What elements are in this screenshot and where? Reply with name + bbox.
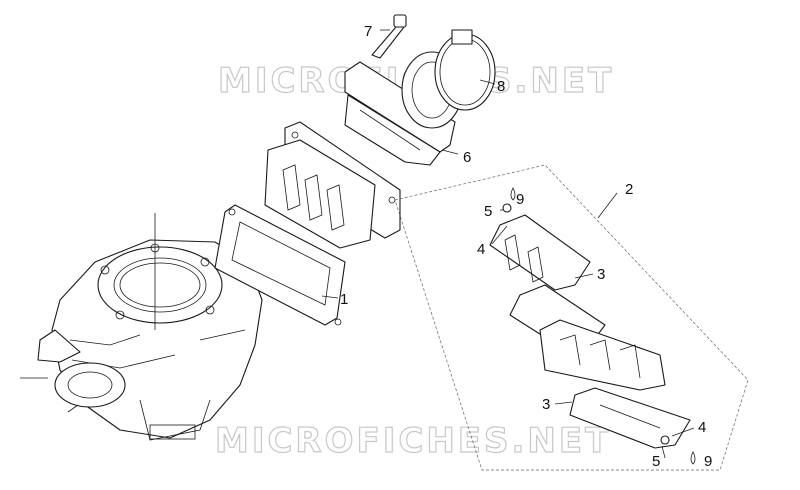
- callout-3-top: 3: [597, 266, 605, 283]
- callout-4-top: 4: [477, 241, 485, 258]
- callout-2: 2: [625, 181, 633, 198]
- callout-9-top: 9: [516, 191, 524, 208]
- reed-valve-kit-2: [394, 164, 749, 471]
- watermark-bottom: MICROFICHES.NET: [215, 421, 611, 461]
- callout-6: 6: [463, 149, 471, 166]
- gasket-1: [214, 204, 346, 326]
- callout-3-bottom: 3: [542, 396, 550, 413]
- callout-1: 1: [340, 291, 348, 308]
- cylinder: [20, 213, 263, 441]
- bolt-7: [371, 14, 407, 59]
- callout-8: 8: [497, 78, 505, 95]
- callout-5-top: 5: [484, 203, 492, 220]
- callout-4-bottom: 4: [698, 419, 706, 436]
- callout-7: 7: [364, 23, 372, 40]
- leader-lines: [321, 29, 695, 459]
- intake-manifold-6: [344, 51, 463, 166]
- callout-9-bottom: 9: [704, 453, 712, 470]
- callout-5-bottom: 5: [652, 453, 660, 470]
- reed-valve-block: [264, 121, 401, 249]
- hose-clamp-8: [434, 29, 496, 111]
